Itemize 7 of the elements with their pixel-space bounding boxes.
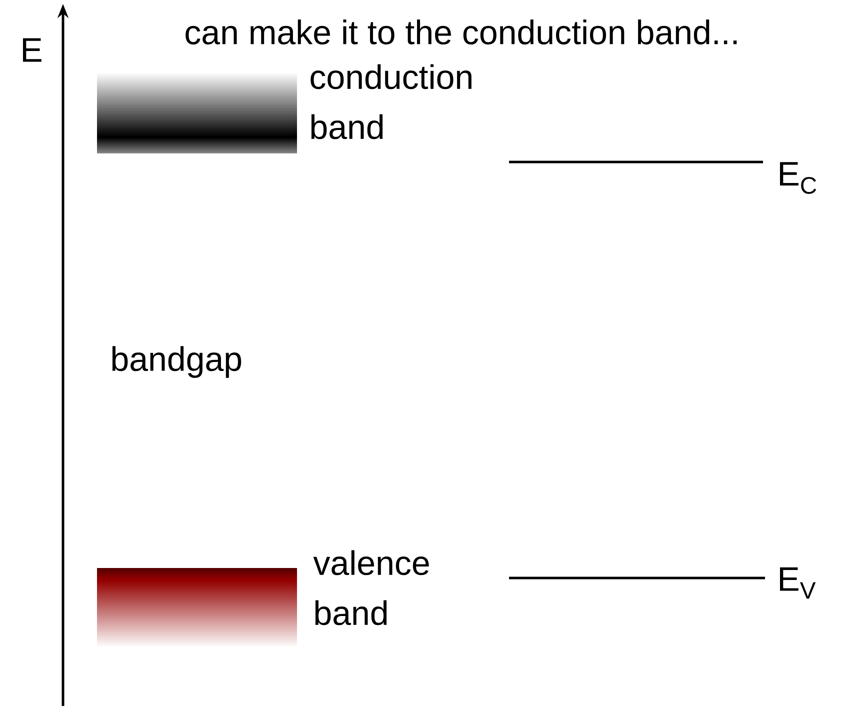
level-label: E$_{C}$ bbox=[780, 162, 816, 194]
band-label: valence band bbox=[313, 550, 429, 626]
region-label: bandgap bbox=[112, 346, 242, 378]
heading: can make it to the conduction band... bbox=[186, 20, 737, 44]
axis-label: E bbox=[23, 38, 42, 62]
band-label: conduction band bbox=[310, 64, 472, 140]
level-label: E$_{V}$ bbox=[780, 567, 816, 599]
